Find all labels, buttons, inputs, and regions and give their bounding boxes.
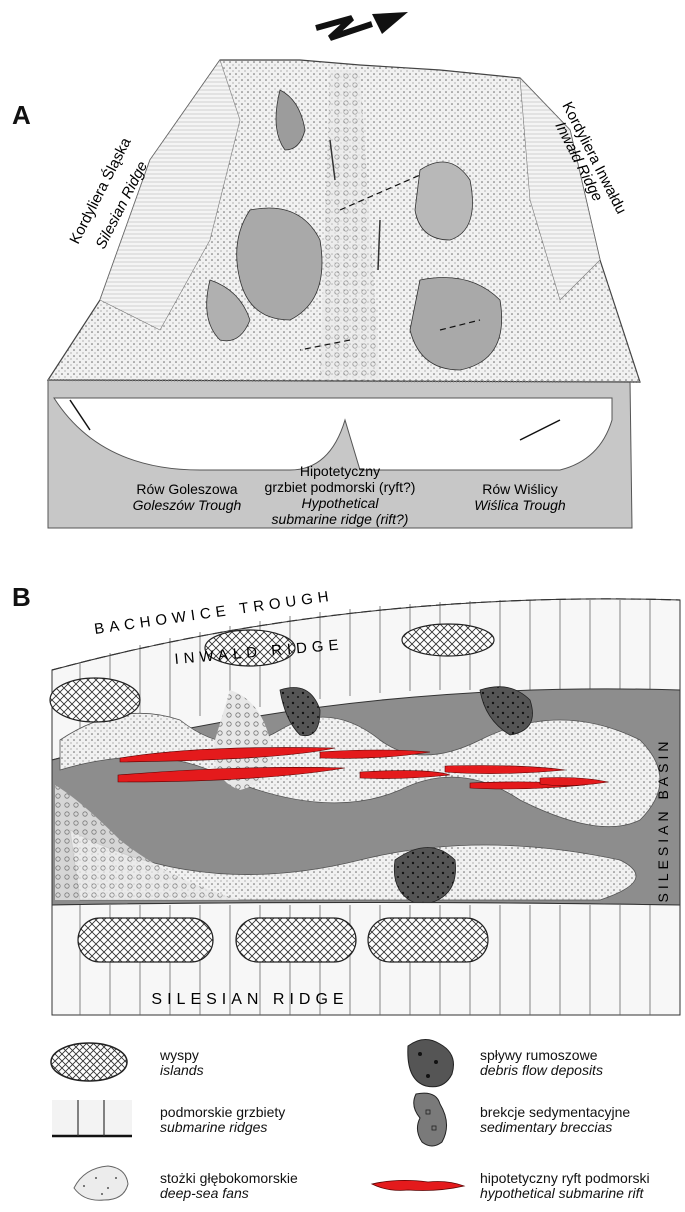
legend-item-debris: spływy rumoszowe debris flow deposits xyxy=(480,1048,603,1078)
legend-breccias-en: sedimentary breccias xyxy=(480,1120,630,1135)
geology-figure: Kordyliera Śląska Silesian Ridge Kordyli… xyxy=(0,0,685,1030)
ridge-mid-en1: Hypothetical xyxy=(301,495,379,511)
rift-icon xyxy=(368,1176,468,1196)
breccias-icon xyxy=(406,1090,456,1150)
trough-right-en: Wiślica Trough xyxy=(474,497,566,513)
ridge-mid-pl1: Hipotetyczny xyxy=(300,463,380,479)
submarine-ridges-icon xyxy=(52,1098,132,1138)
legend-debris-en: debris flow deposits xyxy=(480,1063,603,1078)
north-arrow-icon xyxy=(316,12,408,38)
panel-b-map xyxy=(50,599,680,1015)
legend-rift-en: hypothetical submarine rift xyxy=(480,1186,650,1201)
legend-islands-en: islands xyxy=(160,1063,204,1078)
silesian-basin-label: SILESIAN BASIN xyxy=(655,738,671,903)
trough-right-pl: Rów Wiślicy xyxy=(482,481,557,497)
legend-item-fans: stożki głębokomorskie deep-sea fans xyxy=(160,1171,298,1201)
ridge-mid-pl2: grzbiet podmorski (ryft?) xyxy=(265,479,416,495)
deep-sea-fans-icon xyxy=(64,1160,134,1206)
legend-fans-pl: stożki głębokomorskie xyxy=(160,1171,298,1186)
legend-item-rift: hipotetyczny ryft podmorski hypothetical… xyxy=(480,1171,650,1201)
legend-item-breccias: brekcje sedymentacyjne sedimentary brecc… xyxy=(480,1105,630,1135)
legend-ridges-en: submarine ridges xyxy=(160,1120,285,1135)
silesian-ridge-label: SILESIAN RIDGE xyxy=(151,991,348,1008)
legend-debris-pl: spływy rumoszowe xyxy=(480,1048,603,1063)
legend: wyspy islands spływy rumoszowe debris fl… xyxy=(0,1030,685,1212)
trough-left-pl: Rów Goleszowa xyxy=(136,481,237,497)
debris-flow-icon xyxy=(400,1034,460,1090)
legend-rift-pl: hipotetyczny ryft podmorski xyxy=(480,1171,650,1186)
legend-fans-en: deep-sea fans xyxy=(160,1186,298,1201)
trough-left-en: Goleszów Trough xyxy=(133,497,242,513)
legend-ridges-pl: podmorskie grzbiety xyxy=(160,1105,285,1120)
ridge-mid-en2: submarine ridge (rift?) xyxy=(272,511,409,527)
legend-breccias-pl: brekcje sedymentacyjne xyxy=(480,1105,630,1120)
islands-icon xyxy=(48,1040,130,1084)
legend-islands-pl: wyspy xyxy=(160,1048,204,1063)
panel-a-block-diagram xyxy=(48,60,640,528)
legend-item-islands: wyspy islands xyxy=(160,1048,204,1078)
legend-item-ridges: podmorskie grzbiety submarine ridges xyxy=(160,1105,285,1135)
